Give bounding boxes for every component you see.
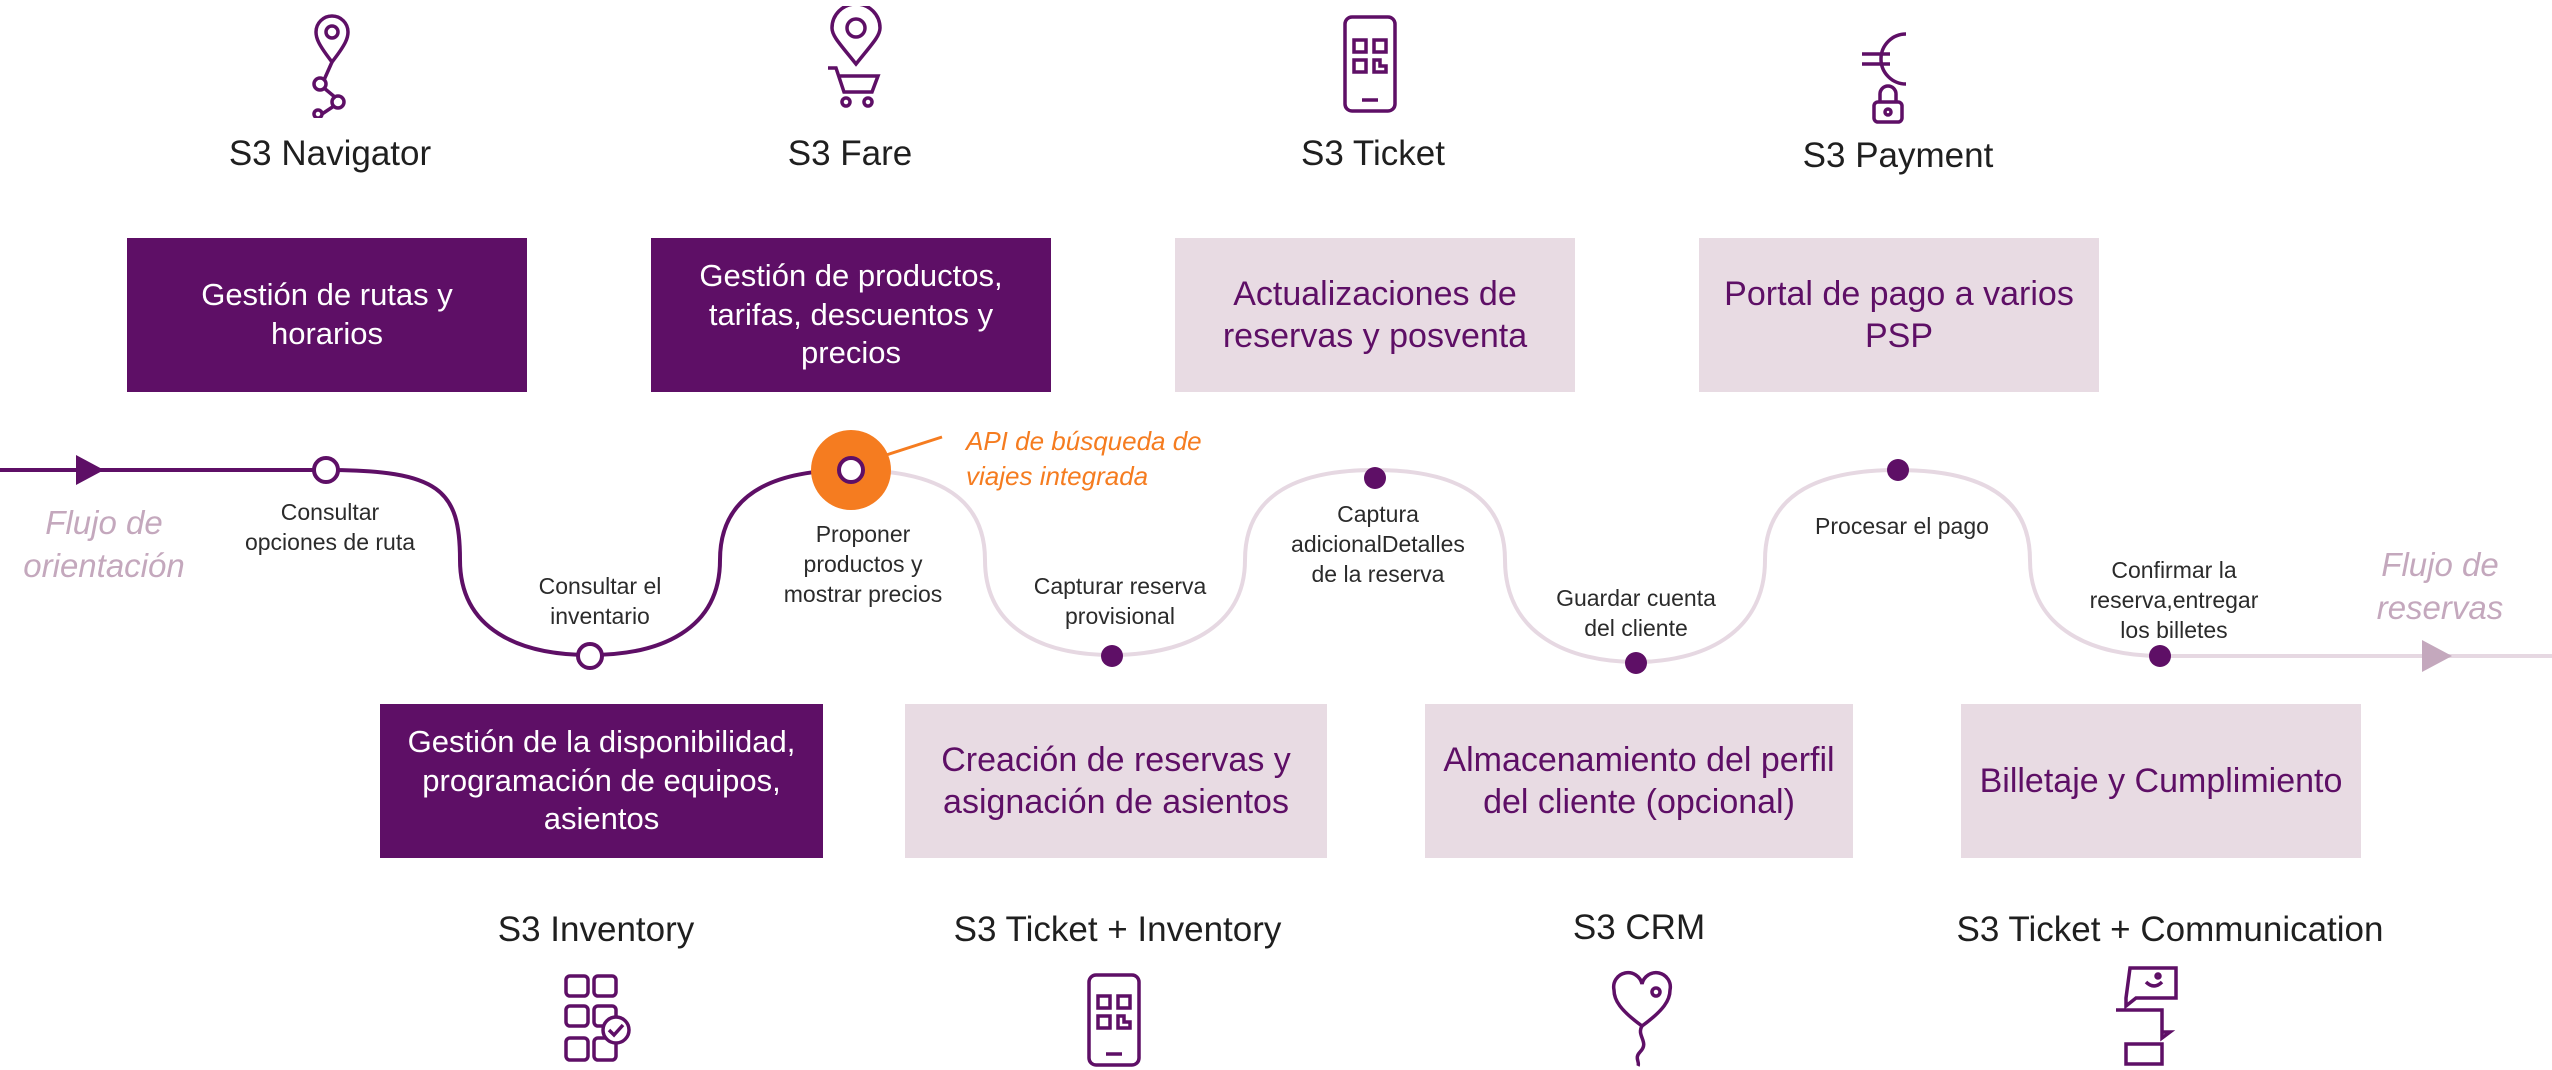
api-note-line2: viajes integrada (966, 461, 1149, 492)
box-availability-management: Gestión de la disponibilidad, programaci… (380, 704, 823, 858)
step-node-8[interactable] (2149, 645, 2171, 667)
step-label-7: Procesar el pago (1815, 513, 1989, 539)
product-label-inventory: S3 Inventory (497, 910, 695, 949)
flow-start-line2: orientación (23, 546, 185, 584)
api-note: API de búsqueda de viajes integrada (966, 424, 1266, 494)
flow-start-label: Flujo de orientación (4, 502, 204, 588)
flow-path-active (100, 468, 852, 658)
step-node-7[interactable] (1887, 459, 1909, 481)
flow-end-label: Flujo de reservas (2340, 544, 2540, 630)
box-booking-updates: Actualizaciones de reservas y posventa (1175, 238, 1575, 392)
product-label-payment: S3 Payment (1802, 136, 1994, 175)
step-node-1[interactable] (312, 456, 340, 484)
flow-end-line1: Flujo de (2381, 546, 2499, 583)
mobile-qr-icon (1087, 973, 1141, 1067)
flow-start-line1: Flujo de (45, 504, 163, 541)
euro-lock-icon (1862, 32, 1907, 124)
step-node-6[interactable] (1625, 652, 1647, 674)
api-note-line1: API de búsqueda de (966, 426, 1202, 456)
step-node-4[interactable] (1101, 645, 1123, 667)
box-fare-management: Gestión de productos, tarifas, descuento… (651, 238, 1051, 392)
flow-path-pending (850, 467, 2440, 665)
chat-bubbles-icon (2116, 966, 2178, 1066)
flow-end-line2: reservas (2376, 588, 2504, 626)
step-node-3[interactable] (837, 456, 865, 484)
product-label-ticket-inventory: S3 Ticket + Inventory (953, 910, 1282, 949)
product-label-navigator: S3 Navigator (228, 134, 432, 173)
step-node-2[interactable] (576, 642, 604, 670)
flow-end-arrow (2422, 640, 2452, 672)
box-route-management: Gestión de rutas y horarios (127, 238, 527, 392)
step-node-5[interactable] (1364, 467, 1386, 489)
pin-cart-icon (828, 6, 882, 108)
box-customer-profile: Almacenamiento del perfil del cliente (o… (1425, 704, 1853, 858)
api-callout-line (879, 435, 943, 459)
product-label-ticket-communication: S3 Ticket + Communication (1956, 910, 2384, 949)
flow-start-arrow (76, 455, 104, 485)
heart-balloon-icon (1611, 971, 1673, 1067)
product-label-fare: S3 Fare (787, 134, 913, 173)
product-label-ticket: S3 Ticket (1301, 134, 1445, 173)
product-label-crm: S3 CRM (1572, 908, 1706, 947)
route-pin-icon (312, 14, 350, 118)
seats-check-icon (564, 974, 631, 1062)
box-booking-creation: Creación de reservas y asignación de asi… (905, 704, 1327, 858)
mobile-qr-icon (1343, 15, 1397, 113)
box-payment-portal: Portal de pago a varios PSP (1699, 238, 2099, 392)
box-ticketing-fulfilment: Billetaje y Cumplimiento (1961, 704, 2361, 858)
